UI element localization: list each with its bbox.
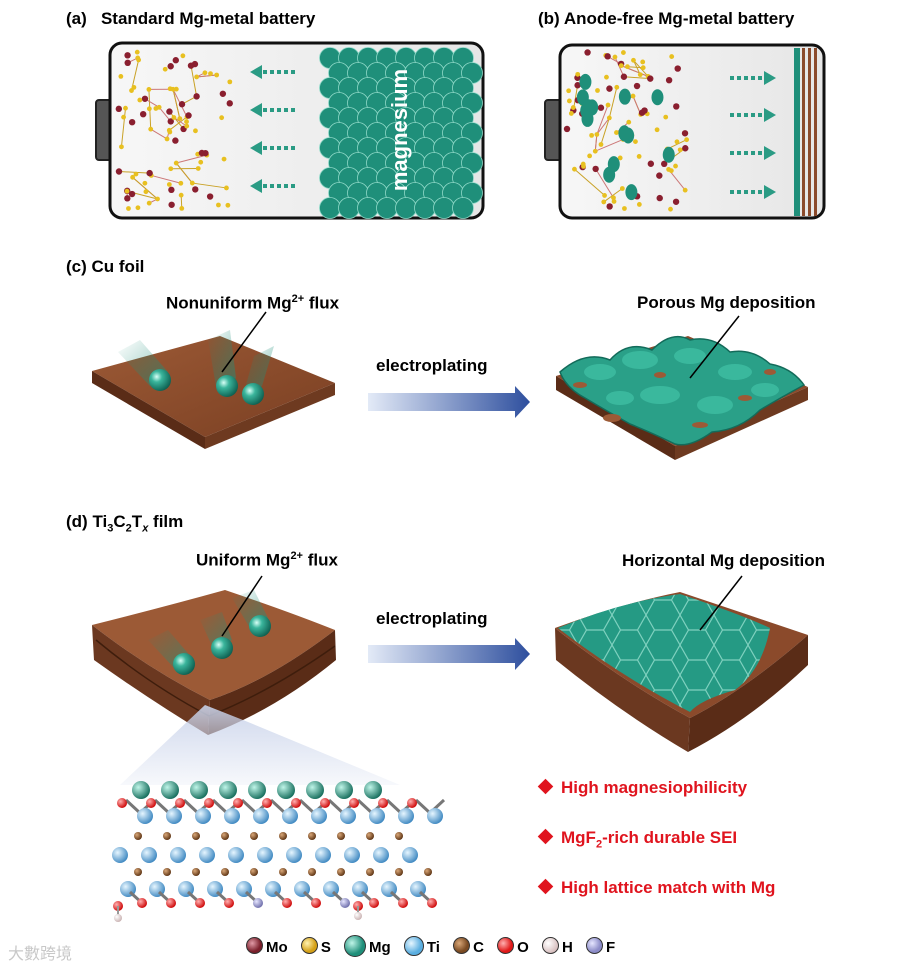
panel-a-title: (a) Standard Mg-metal battery xyxy=(66,9,316,28)
horizontal-mg-plate xyxy=(555,592,808,752)
mxene-atomic-structure xyxy=(112,781,446,922)
porous-mg-plate xyxy=(556,335,808,460)
legend-mg: Mg xyxy=(344,935,391,957)
uniform-flux-label: Uniform Mg2+ flux xyxy=(196,550,338,570)
legend-f: F xyxy=(585,937,615,956)
legend-s: S xyxy=(300,937,331,956)
porous-deposition-label: Porous Mg deposition xyxy=(637,293,816,312)
legend-c: C xyxy=(453,937,484,956)
diamond-bullet-icon xyxy=(537,828,554,845)
diamond-bullet-icon xyxy=(537,778,554,795)
panel-b-title: (b) Anode-free Mg-metal battery xyxy=(538,9,795,28)
mg-ions-d xyxy=(148,590,271,675)
electroplating-arrow-c xyxy=(368,386,530,418)
diamond-bullet-icon xyxy=(537,878,554,895)
panel-c-title: (c) Cu foil xyxy=(66,257,145,276)
nonuniform-flux-label: Nonuniform Mg2+ flux xyxy=(166,293,340,313)
zoom-cone xyxy=(120,705,400,785)
horizontal-deposition-label: Horizontal Mg deposition xyxy=(622,551,826,570)
magnesium-anode xyxy=(319,47,483,219)
mg-ions-c xyxy=(118,330,274,405)
legend-mo: Mo xyxy=(246,937,288,956)
panel-d-title: (d) Ti3C2Tx film xyxy=(66,512,184,535)
watermark: 大數跨境 xyxy=(8,944,73,963)
element-legend: Mo S Mg Ti C O H F xyxy=(246,935,624,957)
magnesium-label: magnesium xyxy=(387,68,412,192)
electroplating-arrow-d xyxy=(368,638,530,670)
cathode-lattice-a xyxy=(115,49,233,211)
cathode-lattice-b xyxy=(563,49,690,212)
legend-o: O xyxy=(497,937,529,956)
legend-h: H xyxy=(541,937,573,956)
feature-sei: MgF2-rich durable SEI xyxy=(537,828,737,850)
electroplating-label-c: electroplating xyxy=(376,356,488,375)
electroplating-label-d: electroplating xyxy=(376,609,488,628)
feature-magnesiophilicity: High magnesiophilicity xyxy=(537,778,747,798)
battery-b xyxy=(544,43,826,220)
legend-ti: Ti xyxy=(403,936,440,956)
battery-a xyxy=(95,41,485,220)
feature-lattice-match: High lattice match with Mg xyxy=(537,878,775,898)
